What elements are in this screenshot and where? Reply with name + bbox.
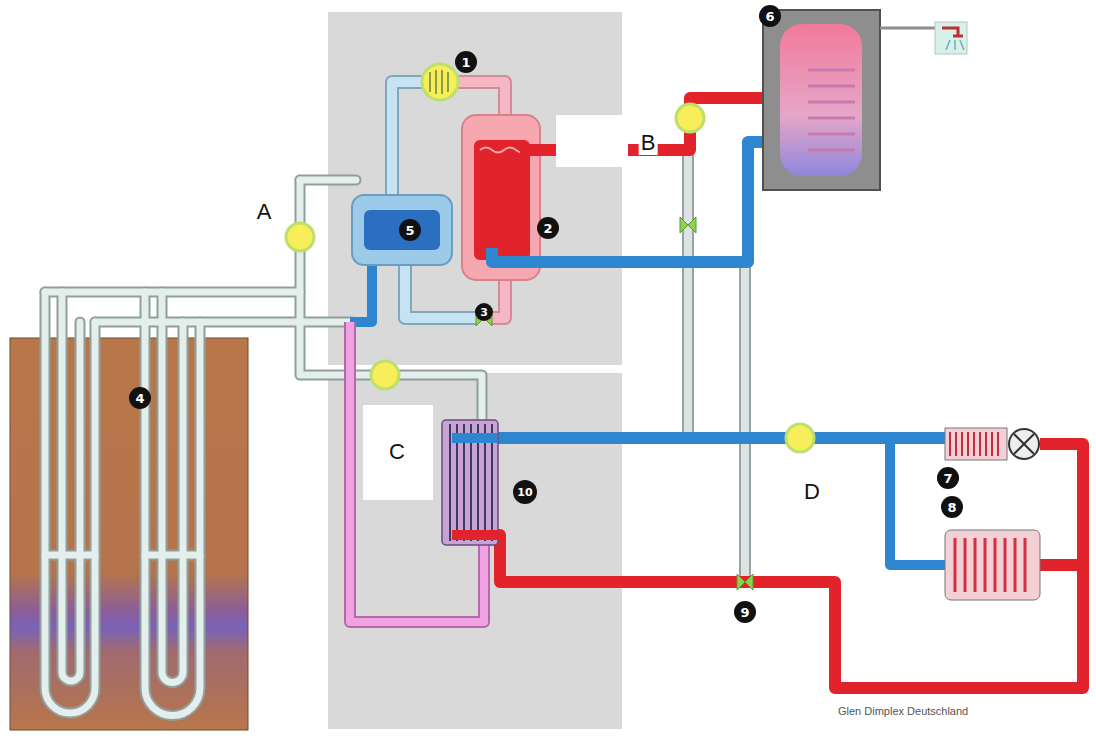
fan (1009, 429, 1039, 459)
hot-water-tank (763, 10, 880, 190)
callout-number: 6 (765, 10, 774, 23)
callout-number: 5 (405, 224, 414, 237)
shower-line (880, 27, 935, 30)
callout-number: 10 (517, 487, 532, 498)
label-patch (556, 115, 628, 167)
exchanger-outlet (452, 530, 500, 540)
callout-number: 3 (480, 307, 488, 318)
pump-letter: C (387, 440, 407, 464)
evaporator (352, 195, 452, 265)
callout-number: 9 (740, 606, 749, 619)
pump-letter: A (255, 200, 274, 224)
fan-coil-fins (950, 432, 998, 456)
callout-number: 4 (135, 392, 144, 405)
shower-spray (946, 40, 964, 50)
label-patch (363, 405, 433, 500)
brine-pipes (45, 180, 482, 716)
pump (286, 104, 814, 452)
valve (476, 217, 753, 590)
callout-number: 2 (543, 222, 552, 235)
tank-coil (808, 70, 855, 150)
condenser-core (474, 140, 530, 260)
heat-exchanger (442, 420, 498, 545)
shower-head (942, 28, 963, 36)
callout-number: 7 (943, 472, 952, 485)
radiator (945, 530, 1040, 600)
compressor-symbol (430, 70, 448, 94)
evaporator-core (364, 210, 440, 250)
tank-water (780, 24, 862, 176)
watermark: Glen Dimplex Deutschland (838, 706, 968, 717)
callout-number: 8 (947, 501, 956, 514)
hot-water-pipes (492, 98, 765, 262)
housing-panel (328, 12, 622, 365)
callout-circle (129, 5, 963, 623)
compressor (422, 64, 458, 100)
fan-coil (945, 428, 1007, 460)
housing-panel (328, 373, 622, 729)
fan-blades (1014, 434, 1034, 454)
shower-icon (935, 22, 967, 54)
exchanger-inlet (452, 433, 497, 443)
bypass-pipes (688, 150, 745, 582)
radiator-fins (955, 538, 1025, 592)
pump-letter: D (802, 480, 822, 504)
condenser (462, 115, 540, 280)
pump-letter: B (639, 131, 658, 155)
heating-pipes (452, 438, 1083, 688)
callout-number: 1 (461, 56, 470, 69)
